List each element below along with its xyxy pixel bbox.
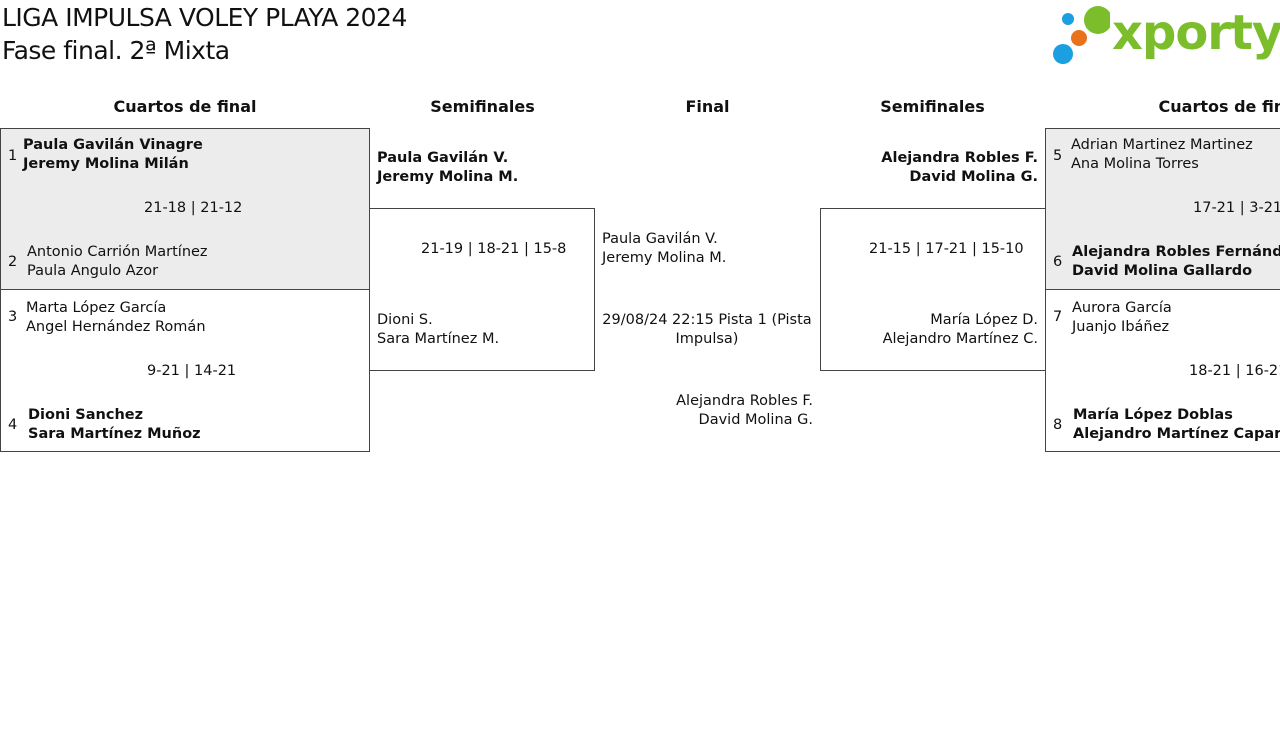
match-score: 21-15 | 17-21 | 15-10 <box>869 241 1024 257</box>
logo-dots-icon <box>1053 6 1110 64</box>
team-name: Alejandro Martínez Caparrós <box>1073 426 1280 442</box>
seed-number: 3 <box>8 309 18 325</box>
team-name: Adrian Martinez Martinez <box>1071 137 1253 153</box>
match-left-semi[interactable]: 21-19 | 18-21 | 15-8 Dioni S. Sara Martí… <box>369 208 595 371</box>
team-name: Dioni S. <box>377 312 433 328</box>
team-name: María López Doblas <box>1073 407 1233 423</box>
round-header-left-semis: Semifinales <box>430 97 535 116</box>
team-name: Paula Gavilán V. <box>602 231 718 247</box>
seed-number: 7 <box>1053 309 1063 325</box>
match-score: 21-18 | 21-12 <box>144 200 243 216</box>
team-name: Alejandra Robles F. <box>676 393 813 409</box>
logo-text: xporty <box>1112 5 1280 61</box>
team-name: Alejandra Robles F. <box>881 150 1038 166</box>
seed-number: 6 <box>1053 254 1063 270</box>
match-right-quarter-1[interactable]: 5 Adrian Martinez Martinez Ana Molina To… <box>1045 128 1280 290</box>
match-right-quarter-2[interactable]: 7 Aurora García Juanjo Ibáñez 18-21 | 16… <box>1045 289 1280 452</box>
match-left-quarter-2[interactable]: 3 Marta López García Angel Hernández Rom… <box>0 289 370 452</box>
team-name: Angel Hernández Román <box>26 319 206 335</box>
team-name: Dioni Sanchez <box>28 407 144 423</box>
logo-dot-blue <box>1053 44 1073 64</box>
match-left-quarter-1[interactable]: 1 Paula Gavilán Vinagre Jeremy Molina Mi… <box>0 128 370 290</box>
team-name: Marta López García <box>26 300 167 316</box>
round-header-final: Final <box>685 97 730 116</box>
team-name: Jeremy Molina M. <box>602 250 727 266</box>
match-score: 18-21 | 16-21 <box>1189 363 1280 379</box>
match-info: 29/08/24 22:15 Pista 1 (Pista Impulsa) <box>602 312 812 347</box>
seed-number: 4 <box>8 417 18 433</box>
xporty-logo[interactable]: xporty <box>1050 4 1280 66</box>
logo-dot-orange <box>1071 30 1087 46</box>
page-subtitle: Fase final. 2ª Mixta <box>2 36 230 65</box>
team-name: David Molina G. <box>909 169 1038 185</box>
match-score: 17-21 | 3-21 <box>1193 200 1280 216</box>
seed-number: 1 <box>8 148 18 164</box>
team-name: Ana Molina Torres <box>1071 156 1199 172</box>
team-name: Alejandro Martínez C. <box>882 331 1038 347</box>
match-right-semi[interactable]: 21-15 | 17-21 | 15-10 María López D. Ale… <box>820 208 1046 371</box>
team-name: Sara Martínez M. <box>377 331 500 347</box>
team-name: Alejandra Robles Fernández <box>1072 244 1280 260</box>
team-name: Paula Gavilán Vinagre <box>23 137 203 153</box>
seed-number: 5 <box>1053 148 1063 164</box>
round-header-left-quarters: Cuartos de final <box>113 97 257 116</box>
team-name: Paula Angulo Azor <box>27 263 159 279</box>
team-name: Juanjo Ibáñez <box>1072 319 1170 335</box>
round-header-right-quarters: Cuartos de final <box>1158 97 1280 116</box>
team-name: Antonio Carrión Martínez <box>27 244 208 260</box>
team-name: Jeremy Molina M. <box>377 169 519 185</box>
seed-number: 2 <box>8 254 18 270</box>
team-name: Sara Martínez Muñoz <box>28 426 201 442</box>
team-name: Paula Gavilán V. <box>377 150 509 166</box>
match-score: 9-21 | 14-21 <box>147 363 237 379</box>
seed-number: 8 <box>1053 417 1063 433</box>
match-score: 21-19 | 18-21 | 15-8 <box>421 241 567 257</box>
logo-dot-green <box>1084 6 1110 34</box>
team-name: David Molina G. <box>698 412 813 428</box>
team-name: Jeremy Molina Milán <box>23 156 189 172</box>
team-name: María López D. <box>930 312 1038 328</box>
team-name: David Molina Gallardo <box>1072 263 1253 279</box>
logo-dot-blue-small <box>1062 13 1074 25</box>
team-name: Aurora García <box>1072 300 1172 316</box>
page-title: LIGA IMPULSA VOLEY PLAYA 2024 <box>2 3 407 32</box>
round-header-right-semis: Semifinales <box>880 97 985 116</box>
